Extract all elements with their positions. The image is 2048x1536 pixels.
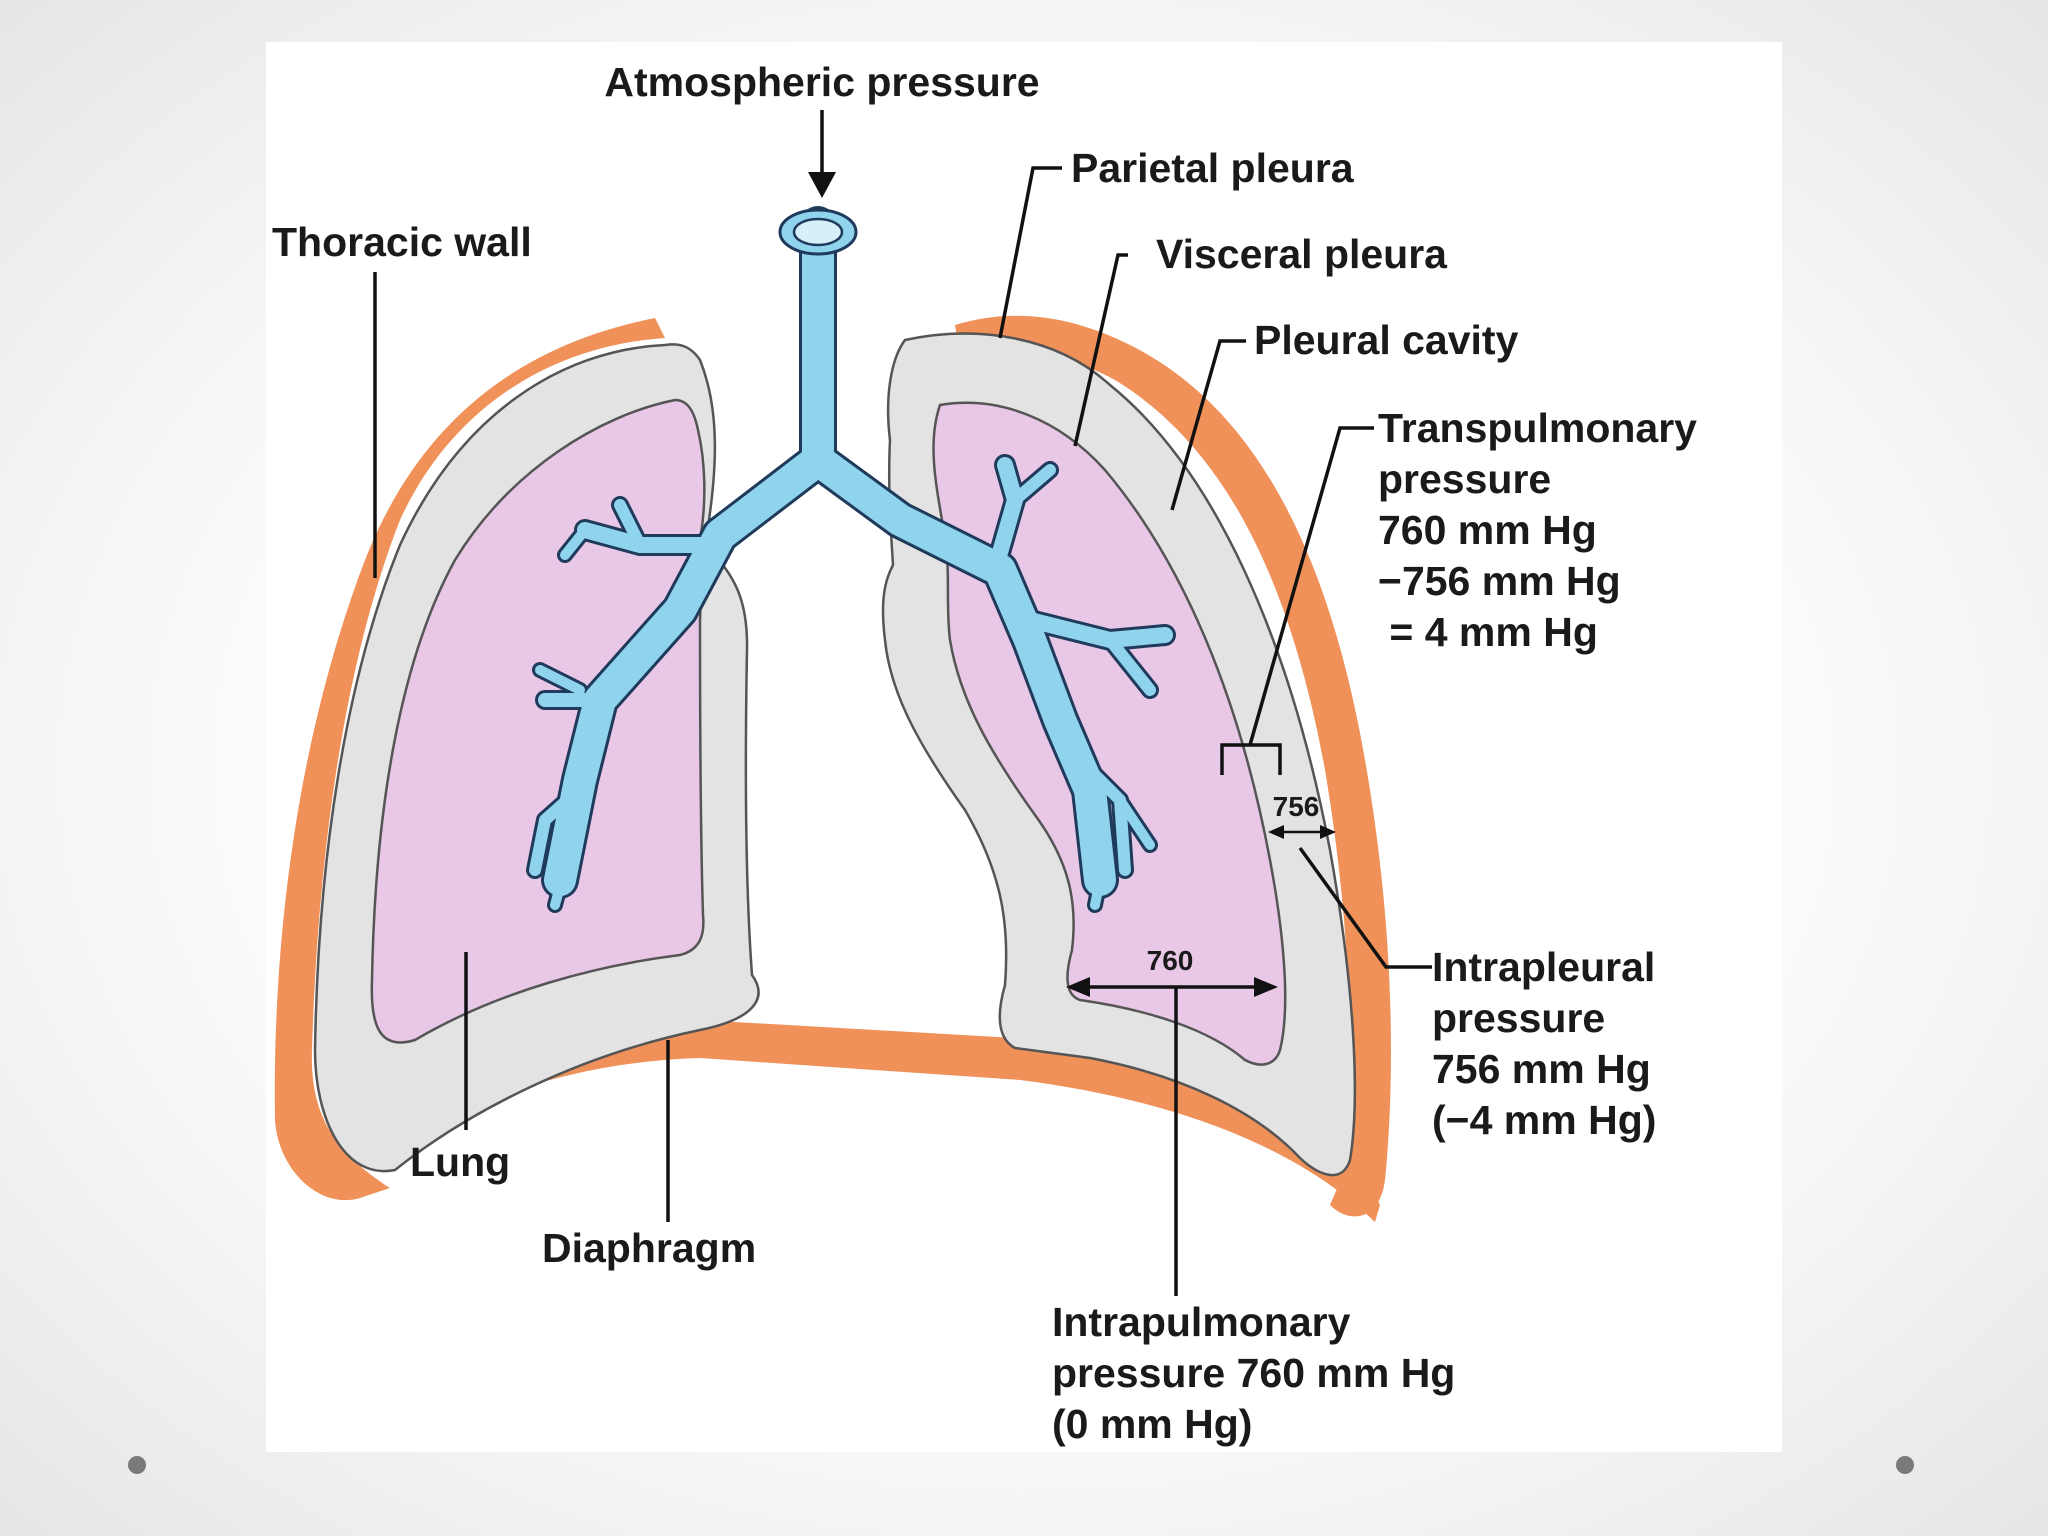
intrapulmonary-arrowhead-right [1254, 977, 1278, 997]
thoracic-wall-right [955, 315, 1391, 1217]
label-parietal-pleura: Parietal pleura [1071, 145, 1355, 191]
airway-tree [526, 206, 1176, 913]
lung-pressure-diagram: 760 756 Atmospheric pressure Parietal pl… [272, 59, 1697, 1447]
intrapulmonary-arrowhead-left [1066, 977, 1090, 997]
label-thoracic-wall: Thoracic wall [272, 219, 532, 265]
label-transpulmonary-3: 760 mm Hg [1378, 507, 1597, 553]
label-diaphragm: Diaphragm [542, 1225, 756, 1271]
label-intrapleural-1: Intrapleural [1432, 944, 1655, 990]
label-intrapulmonary-3: (0 mm Hg) [1052, 1401, 1252, 1447]
intrapleural-arrowhead-right [1320, 825, 1336, 839]
label-pleural-cavity: Pleural cavity [1254, 317, 1519, 363]
slide-bullet-right [1896, 1456, 1914, 1474]
label-intrapulmonary-2: pressure 760 mm Hg [1052, 1350, 1455, 1396]
thoracic-wall-left [274, 318, 665, 1201]
intrapleural-arrowhead-left [1268, 825, 1284, 839]
label-transpulmonary-4: −756 mm Hg [1378, 558, 1621, 604]
leader-pleural-cavity [1170, 339, 1246, 511]
label-intrapulmonary-1: Intrapulmonary [1052, 1299, 1351, 1345]
slide-bullet-left [128, 1456, 146, 1474]
intrapulmonary-value-marker: 760 [1147, 945, 1194, 976]
label-lung: Lung [410, 1139, 510, 1185]
lung-left [370, 398, 706, 1044]
lung-right [932, 401, 1287, 1066]
transpulmonary-bracket [1220, 743, 1282, 775]
label-intrapleural-3: 756 mm Hg [1432, 1046, 1651, 1092]
leader-transpulmonary [1248, 426, 1374, 746]
label-intrapleural-2: pressure [1432, 995, 1605, 1041]
label-transpulmonary-1: Transpulmonary [1378, 405, 1697, 451]
label-transpulmonary-2: pressure [1378, 456, 1551, 502]
atmospheric-arrowhead [808, 172, 836, 198]
label-atmospheric-pressure: Atmospheric pressure [604, 59, 1039, 105]
label-transpulmonary-5: = 4 mm Hg [1378, 609, 1598, 655]
lung-pressure-figure: 760 756 Atmospheric pressure Parietal pl… [266, 42, 1782, 1452]
leader-visceral [1073, 253, 1128, 447]
label-visceral-pleura: Visceral pleura [1156, 231, 1448, 277]
leader-intrapleural [1298, 846, 1432, 969]
label-intrapleural-4: (−4 mm Hg) [1432, 1097, 1656, 1143]
leader-parietal [998, 166, 1062, 339]
intrapleural-value-marker: 756 [1273, 791, 1320, 822]
